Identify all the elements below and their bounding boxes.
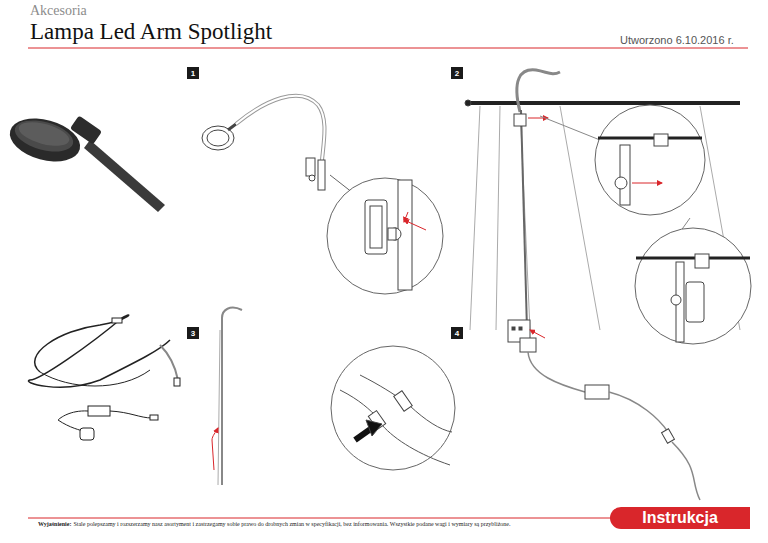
note-text: Stale polepszamy i rozszerzamy nasz asor… (73, 521, 510, 527)
page-title: Lampa Led Arm Spotlight (30, 19, 272, 45)
category-label: Akcesoria (30, 3, 87, 19)
note-heading: Wyjaśnienie: (38, 521, 71, 527)
node-text: 4 (455, 329, 459, 338)
date-label: Utworzono 6.10.2016 r. (620, 34, 734, 46)
footer-rule (28, 518, 612, 519)
node-text: 3 (191, 329, 195, 338)
node-text: 1 (191, 69, 195, 78)
step4-drawing (508, 320, 700, 500)
step-number: 3 (187, 327, 199, 339)
step3-drawing (212, 308, 455, 485)
step1-drawing (202, 96, 443, 294)
node-text: 2 (455, 69, 459, 78)
instruction-tab: Instrukcja (610, 507, 750, 529)
step-number: 1 (187, 67, 199, 79)
lamp-closeup (5, 111, 165, 212)
step-number: 2 (451, 67, 463, 79)
step3-parts (28, 315, 180, 440)
step-number: 4 (451, 327, 463, 339)
node-text: Instrukcja (642, 509, 718, 527)
header-rule (28, 48, 748, 49)
step2-drawing (465, 70, 751, 344)
